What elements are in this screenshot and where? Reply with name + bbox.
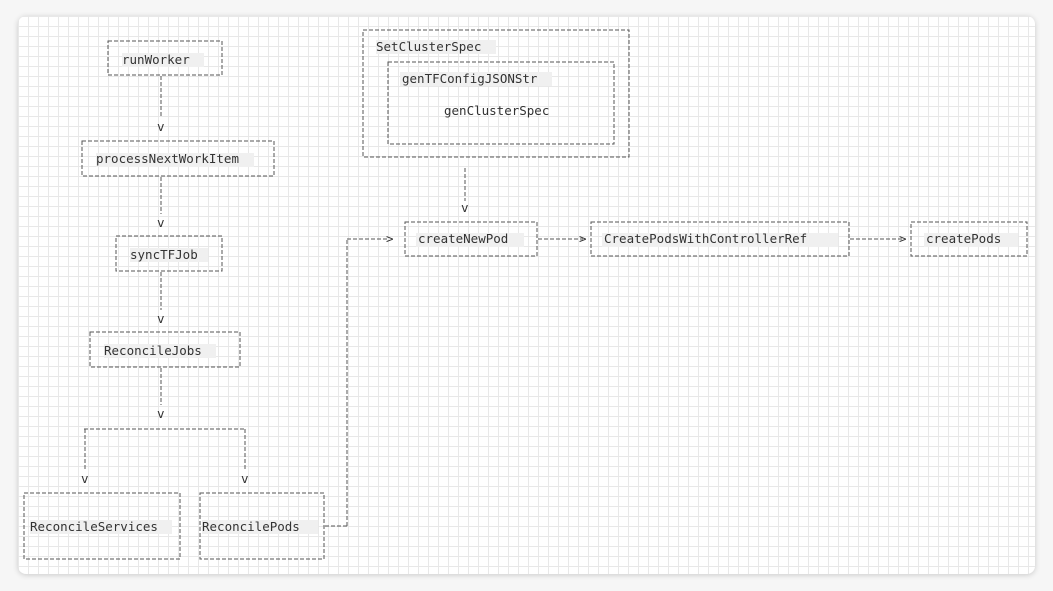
- arrowhead-down: v: [157, 311, 165, 326]
- node-reconcilepods: ReconcilePods: [199, 492, 325, 560]
- node-synctfjob: syncTFJob: [115, 235, 223, 272]
- arrowhead-right: >: [579, 231, 587, 246]
- arrowhead-down: v: [461, 200, 469, 215]
- createpods-label: createPods: [926, 231, 1001, 246]
- diagram-canvas: runWorker processNextWorkItem syncTFJob …: [18, 16, 1035, 574]
- createnewpod-label: createNewPod: [418, 231, 508, 246]
- arrowhead-down: v: [81, 471, 89, 486]
- node-runworker: runWorker: [107, 40, 223, 76]
- arrowhead-right: >: [899, 231, 907, 246]
- gentfconfigjsonstr-label: genTFConfigJSONStr: [402, 71, 538, 86]
- arrowhead-right: >: [386, 231, 394, 246]
- reconcilejobs-label: ReconcileJobs: [104, 343, 202, 358]
- node-setclusterspec: SetClusterSpec genTFConfigJSONStr genClu…: [362, 29, 630, 158]
- genclusterspec-label: genClusterSpec: [444, 103, 549, 118]
- setclusterspec-label: SetClusterSpec: [376, 39, 481, 54]
- connectors: v v v v v v v > > >: [81, 76, 907, 527]
- node-reconcilejobs: ReconcileJobs: [89, 331, 241, 368]
- createpodswithcontrollerref-label: CreatePodsWithControllerRef: [604, 231, 807, 246]
- arrowhead-down: v: [157, 406, 165, 421]
- node-createpods: createPods: [910, 221, 1028, 257]
- reconcilepods-label: ReconcilePods: [202, 519, 300, 534]
- processnextworkitem-label: processNextWorkItem: [96, 151, 239, 166]
- arrowhead-down: v: [241, 471, 249, 486]
- node-processnextworkitem: processNextWorkItem: [81, 140, 275, 177]
- arrowhead-down: v: [157, 119, 165, 134]
- node-createnewpod: createNewPod: [404, 221, 538, 257]
- runworker-label: runWorker: [122, 52, 190, 67]
- node-createpodswithcontrollerref: CreatePodsWithControllerRef: [590, 221, 850, 257]
- reconcileservices-label: ReconcileServices: [30, 519, 158, 534]
- node-reconcileservices: ReconcileServices: [23, 492, 181, 560]
- arrowhead-down: v: [157, 215, 165, 230]
- flow-diagram: runWorker processNextWorkItem syncTFJob …: [23, 29, 1028, 560]
- synctfjob-label: syncTFJob: [130, 247, 198, 262]
